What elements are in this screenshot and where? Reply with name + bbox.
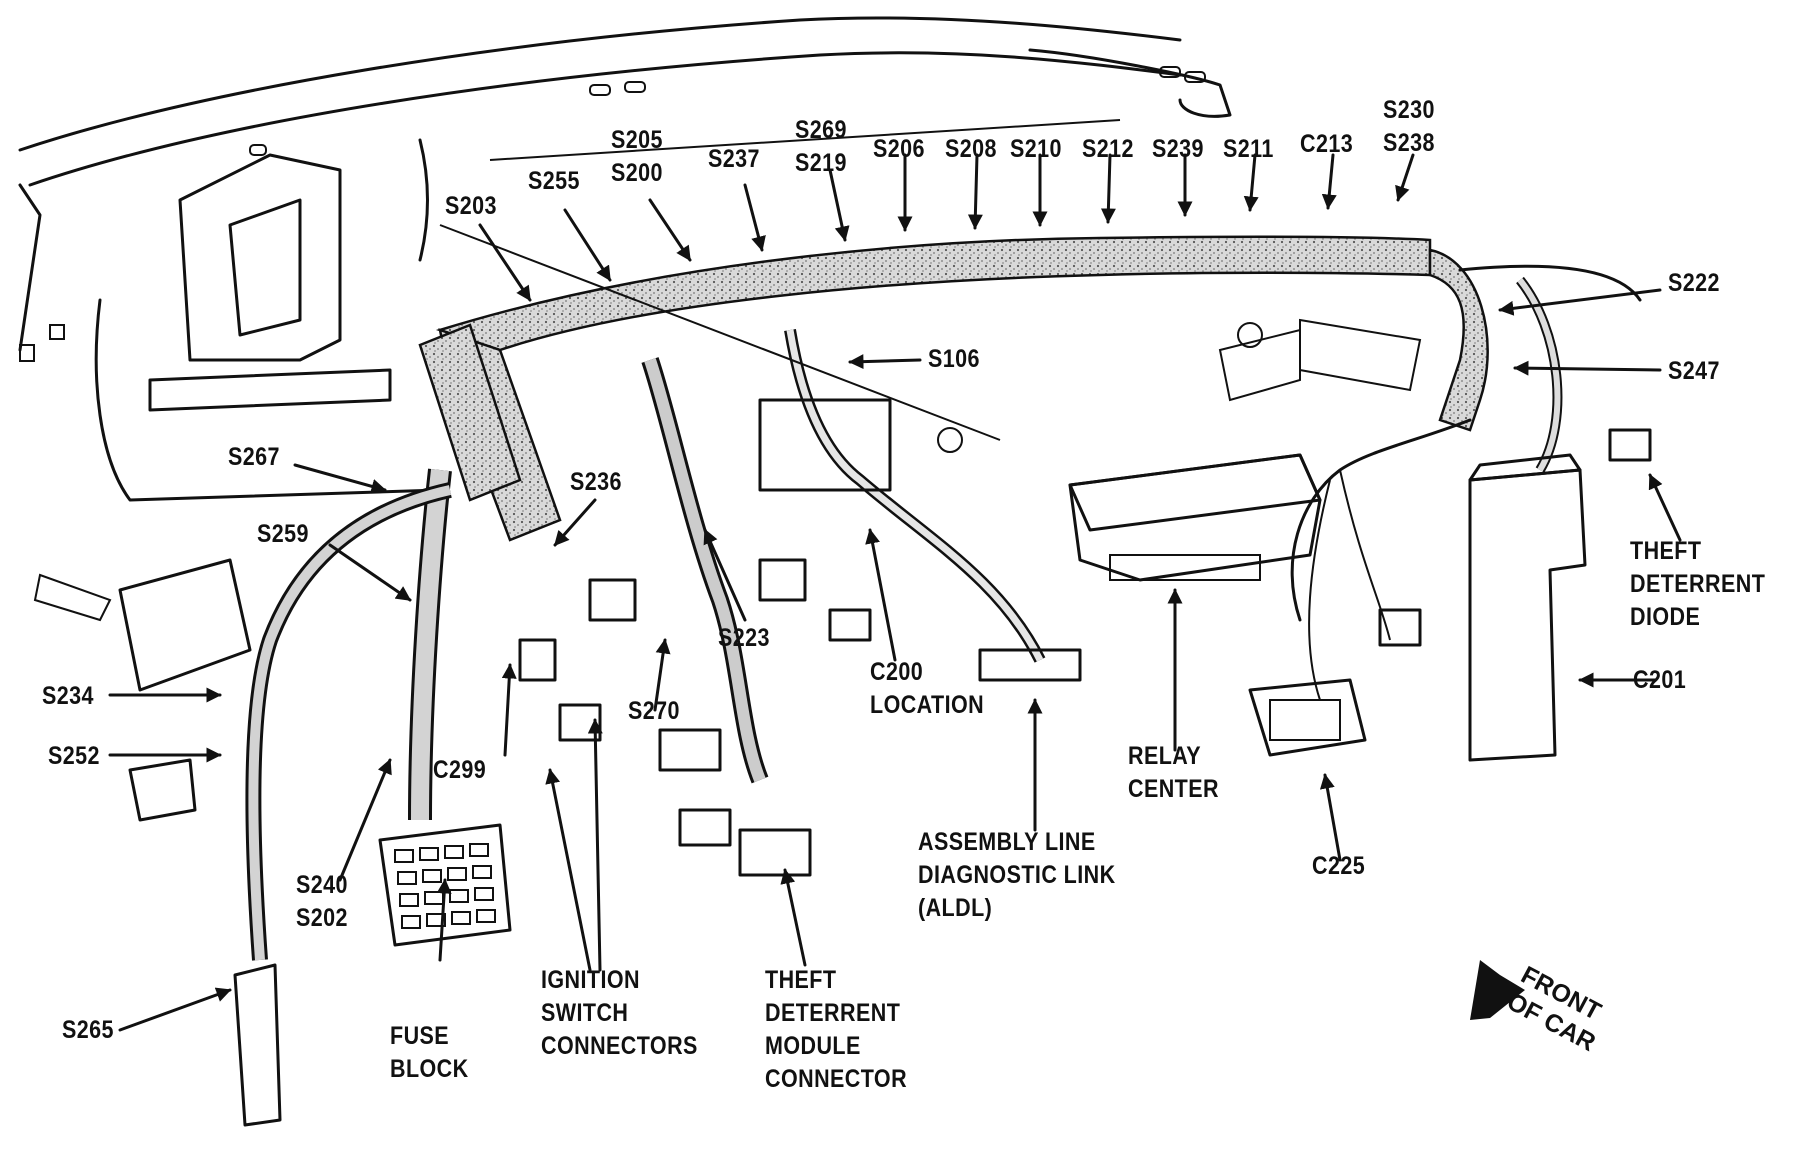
leader-lines bbox=[108, 119, 1682, 1032]
front-of-car-arrow bbox=[1470, 960, 1525, 1020]
label-s205-s200: S205 S200 bbox=[611, 126, 663, 187]
relay-center-box bbox=[1068, 453, 1322, 582]
label-c299: C299 bbox=[433, 756, 487, 784]
label-s230-s238: S230 S238 bbox=[1383, 96, 1435, 157]
label-s252: S252 bbox=[48, 742, 100, 770]
label-relay-center: RELAY CENTER bbox=[1128, 742, 1219, 803]
small-connectors bbox=[518, 318, 1652, 877]
label-s106: S106 bbox=[928, 345, 980, 373]
c201-module bbox=[1468, 453, 1587, 762]
label-s239: S239 bbox=[1152, 135, 1204, 163]
label-s206: S206 bbox=[873, 135, 925, 163]
label-s211: S211 bbox=[1223, 135, 1274, 163]
main-harness-trunk bbox=[418, 235, 1489, 542]
label-s222: S222 bbox=[1668, 269, 1720, 297]
label-s203: S203 bbox=[445, 192, 497, 220]
label-s240-s202: S240 S202 bbox=[296, 871, 348, 932]
label-s265: S265 bbox=[62, 1016, 114, 1044]
label-theft-deterrent-diode: THEFT DETERRENT DIODE bbox=[1630, 537, 1766, 631]
label-s269-s219: S269 S219 bbox=[795, 116, 847, 177]
label-s208: S208 bbox=[945, 135, 997, 163]
c225-connector bbox=[1248, 678, 1367, 757]
label-s210: S210 bbox=[1010, 135, 1062, 163]
label-s212: S212 bbox=[1082, 135, 1134, 163]
left-bracket-assembly bbox=[33, 558, 282, 1127]
label-aldl: ASSEMBLY LINE DIAGNOSTIC LINK (ALDL) bbox=[918, 828, 1116, 922]
label-s255: S255 bbox=[528, 167, 580, 195]
label-s234: S234 bbox=[42, 682, 94, 710]
fuse-block-body bbox=[378, 823, 512, 947]
label-c213: C213 bbox=[1300, 130, 1354, 158]
label-fuse-block: FUSE BLOCK bbox=[390, 1022, 469, 1083]
label-s270: S270 bbox=[628, 697, 680, 725]
label-s236: S236 bbox=[570, 468, 622, 496]
label-theft-deterrent-module-connector: THEFT DETERRENT MODULE CONNECTOR bbox=[765, 966, 908, 1093]
dashboard-outline bbox=[18, 16, 1232, 502]
label-s259: S259 bbox=[257, 520, 309, 548]
label-s237: S237 bbox=[708, 145, 760, 173]
harness-branches bbox=[245, 264, 1642, 961]
label-s267: S267 bbox=[228, 443, 280, 471]
label-c225: C225 bbox=[1312, 852, 1366, 880]
label-s223: S223 bbox=[718, 624, 770, 652]
label-s247: S247 bbox=[1668, 357, 1720, 385]
label-ignition-switch-connectors: IGNITION SWITCH CONNECTORS bbox=[541, 966, 698, 1060]
label-c200-location: C200 LOCATION bbox=[870, 658, 985, 719]
label-c201: C201 bbox=[1633, 666, 1687, 694]
